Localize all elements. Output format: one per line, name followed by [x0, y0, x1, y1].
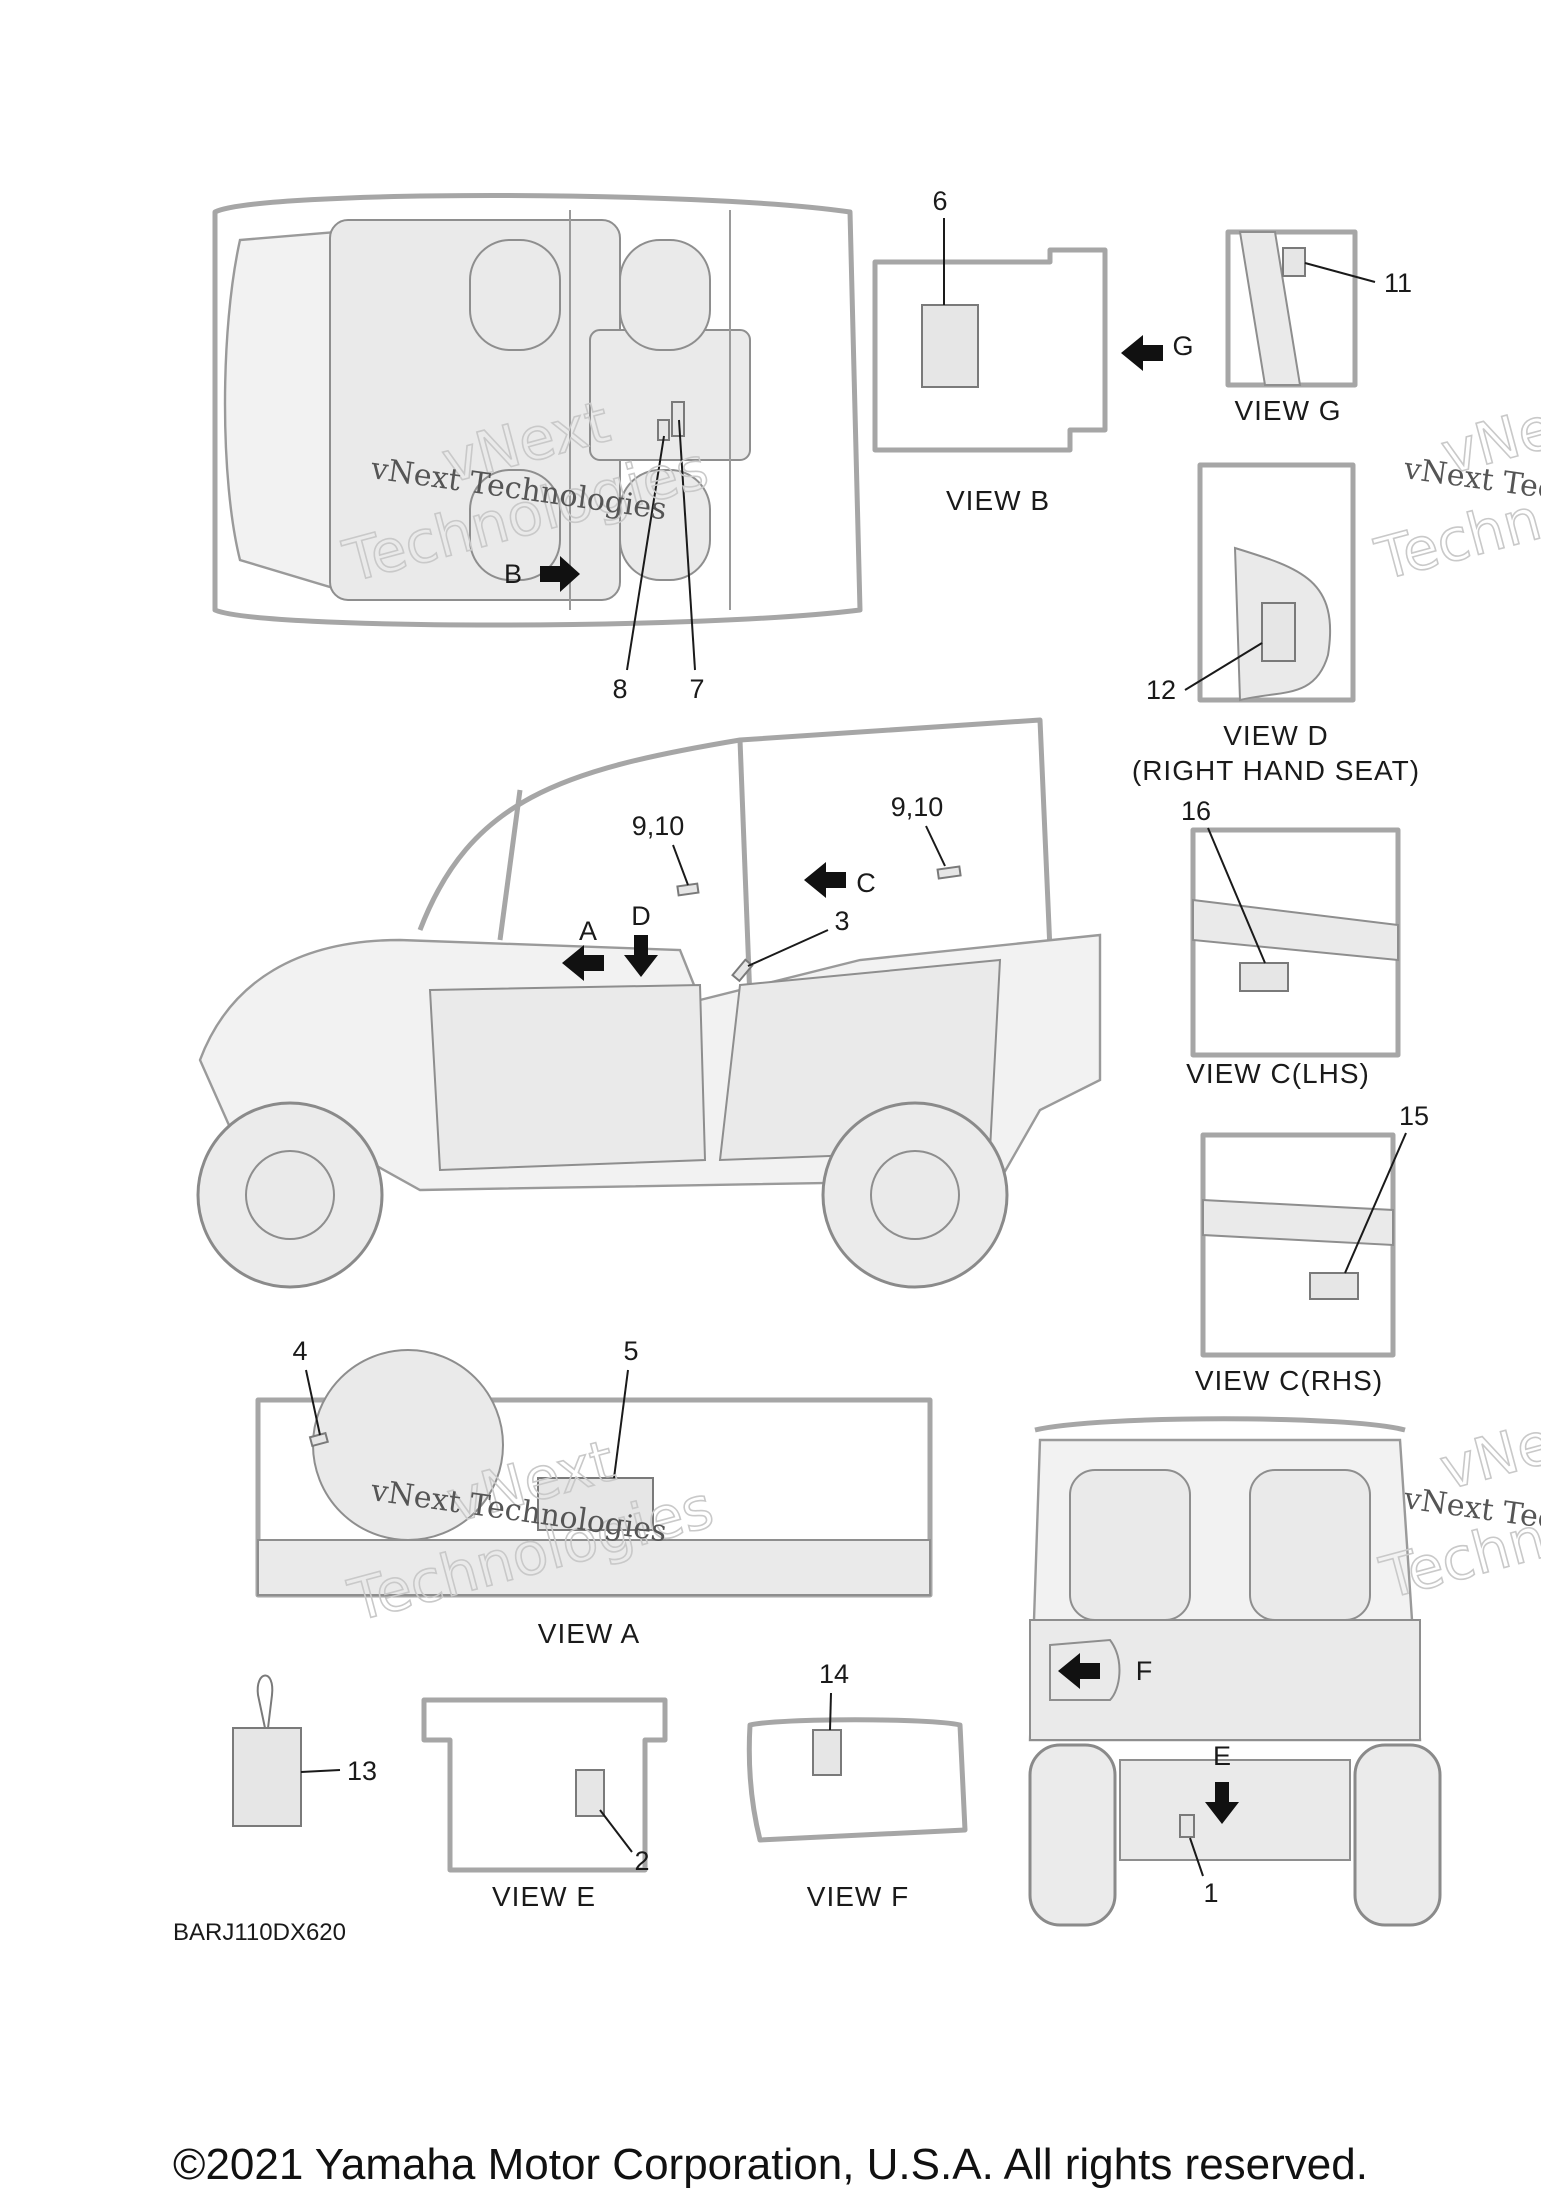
- leader-2: [599, 1809, 633, 1853]
- leader-7: [678, 419, 696, 671]
- side-view: [196, 717, 1102, 1289]
- leader-12: [1184, 642, 1263, 691]
- callout-1: 1: [1203, 1878, 1218, 1908]
- diagram-code: BARJ110DX620: [173, 1919, 346, 1946]
- view-b-label: VIEW B: [946, 485, 1050, 516]
- hang-tag: [232, 1674, 302, 1827]
- arrow-label-b: B: [504, 559, 522, 589]
- leader-16: [1207, 827, 1266, 964]
- view-e-label: VIEW E: [492, 1881, 596, 1912]
- callout-5: 5: [623, 1336, 638, 1366]
- view-d-illustration: [1197, 462, 1356, 703]
- copyright-notice: ©2021 Yamaha Motor Corporation, U.S.A. A…: [173, 2140, 1368, 2189]
- view-e-illustration: [421, 1697, 668, 1873]
- callout-12: 12: [1146, 675, 1176, 705]
- arrow-label-f: F: [1136, 1656, 1153, 1686]
- leader-13: [300, 1769, 341, 1773]
- arrow-label-d: D: [631, 901, 651, 931]
- callout-2: 2: [634, 1846, 649, 1876]
- callout-15: 15: [1399, 1101, 1429, 1131]
- arrow-f-icon: [1058, 1653, 1100, 1689]
- leader-14: [829, 1692, 832, 1731]
- callout-3: 3: [834, 906, 849, 936]
- leader-4: [305, 1369, 321, 1436]
- view-a-illustration: [255, 1349, 933, 1598]
- leader-3: [747, 929, 829, 967]
- leader-15: [1344, 1132, 1407, 1274]
- callout-11: 11: [1384, 268, 1412, 298]
- leader-8: [626, 435, 665, 671]
- view-d-sublabel: (RIGHT HAND SEAT): [1132, 755, 1420, 786]
- callout-9-10-front: 9,10: [632, 811, 685, 841]
- arrow-d-icon: [624, 935, 658, 977]
- view-f-label: VIEW F: [807, 1881, 909, 1912]
- view-g-label: VIEW G: [1234, 395, 1341, 426]
- view-a-label: VIEW A: [538, 1618, 640, 1649]
- leader-9-10-front: [672, 844, 689, 886]
- leader-9-10-rear: [925, 825, 946, 867]
- arrow-c-icon: [804, 862, 846, 898]
- arrow-a-icon: [562, 945, 604, 981]
- view-d-label: VIEW D: [1223, 720, 1329, 751]
- leader-5: [613, 1369, 629, 1479]
- top-view: [212, 193, 863, 628]
- view-b-illustration: [872, 247, 1108, 453]
- callout-6: 6: [932, 186, 947, 216]
- view-c-lhs-label: VIEW C(LHS): [1186, 1058, 1370, 1089]
- view-c-rhs-illustration: [1200, 1132, 1396, 1358]
- arrow-label-g: G: [1172, 331, 1193, 361]
- view-g-illustration: [1225, 229, 1358, 388]
- arrow-label-e: E: [1213, 1741, 1231, 1771]
- callout-8: 8: [612, 674, 627, 704]
- callout-13: 13: [347, 1756, 377, 1786]
- arrow-label-c: C: [856, 868, 876, 898]
- callout-7: 7: [689, 674, 704, 704]
- leader-11: [1304, 262, 1376, 283]
- view-f-illustration: [746, 1717, 968, 1843]
- callout-14: 14: [819, 1659, 849, 1689]
- leader-1: [1189, 1837, 1204, 1877]
- callout-4: 4: [292, 1336, 307, 1366]
- arrow-g-icon: [1121, 335, 1163, 371]
- arrow-label-a: A: [579, 916, 597, 946]
- arrow-e-icon: [1205, 1782, 1239, 1824]
- callout-9-10-rear: 9,10: [891, 792, 944, 822]
- arrow-b-icon: [540, 556, 580, 592]
- view-c-rhs-label: VIEW C(RHS): [1195, 1365, 1383, 1396]
- callout-16: 16: [1181, 796, 1211, 826]
